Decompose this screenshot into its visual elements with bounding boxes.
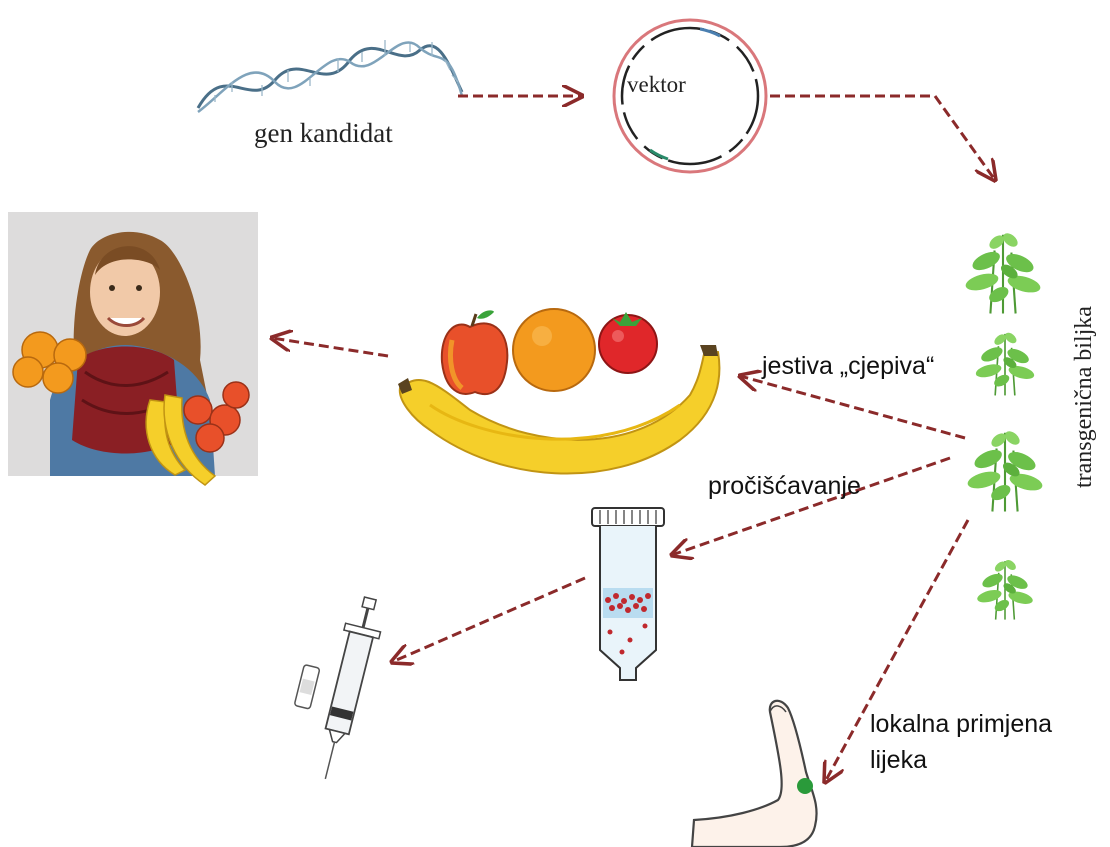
label-purification: pročišćavanje xyxy=(708,472,861,501)
dna-gene-icon xyxy=(198,40,462,112)
arm-icon xyxy=(692,701,817,847)
edible-fruits-icon xyxy=(398,309,719,474)
label-gene-candidate: gen kandidat xyxy=(254,118,393,149)
arrow-plant-to-food xyxy=(740,376,965,438)
label-transgenic-plant: transgenična biljka xyxy=(1071,306,1098,488)
label-local-application: lokalna primjena lijeka xyxy=(870,706,1052,778)
transgenic-plants-icon xyxy=(964,231,1044,620)
label-local-line1: lokalna primjena xyxy=(870,706,1052,742)
label-edible-vaccines: jestiva „cjepiva“ xyxy=(762,352,934,381)
woman-with-fruit-image xyxy=(8,212,258,485)
arrow-food-to-person xyxy=(272,338,388,356)
arrow-column-to-syringe xyxy=(392,578,585,662)
syringe-icon xyxy=(279,587,388,783)
arrow-vector-to-plant xyxy=(770,96,995,180)
label-vector: vektor xyxy=(627,72,686,98)
purification-column-icon xyxy=(592,508,664,680)
label-local-line2: lijeka xyxy=(870,742,1052,778)
